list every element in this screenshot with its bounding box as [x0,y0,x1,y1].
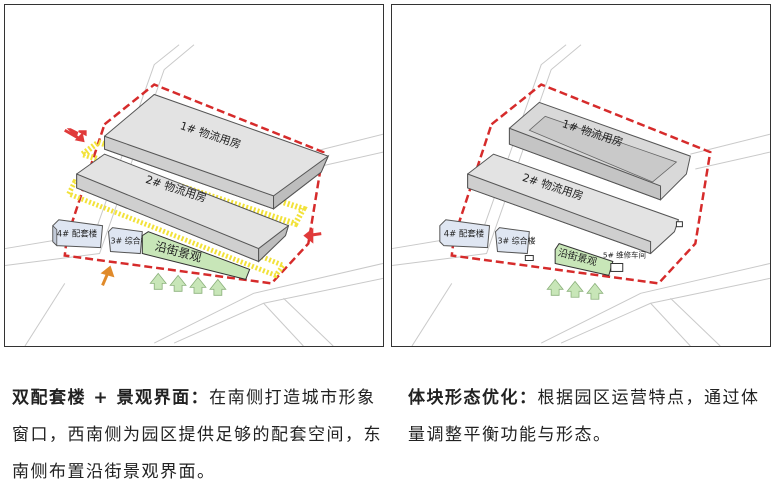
small-structure [524,255,534,261]
building-5-label: 5# 维修车间 [603,250,646,260]
building-4-label: 4# 配套楼 [57,229,98,239]
caption-right: 体块形态优化：根据园区运营特点，通过体量调整平衡功能与形态。 [408,380,774,454]
red-arrow-northwest-icon [64,128,87,143]
caption-right-body: 根据园区运营特点，通过体量调整平衡功能与形态。 [408,388,760,445]
building-3 [494,227,530,255]
building-1 [508,101,691,201]
road-lines [392,44,770,346]
building-4 [52,219,104,249]
building-1 [104,93,330,210]
caption-right-colon: ： [519,388,538,408]
small-structure [675,221,683,228]
caption-right-title: 体块形态优化 [408,388,519,408]
site-plan-right-drawing: 1# 物流用房 2# 物流用房 4# 配套楼 3# 综合楼 沿街景观 5# 维修… [392,44,770,346]
building-5 [610,262,624,272]
building-3 [107,227,143,255]
site-plan-right: 1# 物流用房 2# 物流用房 4# 配套楼 3# 综合楼 沿街景观 5# 维修… [391,4,771,347]
caption-left: 双配套楼 + 景观界面：在南侧打造城市形象窗口，西南侧为园区提供足够的配套空间，… [12,380,384,491]
building-4-label: 4# 配套楼 [444,229,485,239]
caption-left-body: 在南侧打造城市形象窗口，西南侧为园区提供足够的配套空间，东南侧布置沿街景观界面。 [12,388,382,482]
caption-left-title: 双配套楼 + 景观界面 [12,388,191,408]
site-plan-left-drawing: 1# 物流用房 2# 物流用房 4# 配套楼 3# 综合楼 沿街景观 [5,44,383,346]
landscape-zone [141,231,251,280]
site-plan-left: 1# 物流用房 2# 物流用房 4# 配套楼 3# 综合楼 沿街景观 [4,4,384,347]
building-2 [76,153,290,263]
building-3-label: 3# 综合楼 [497,236,535,246]
building-4 [439,219,491,249]
building-3-label: 3# 综合楼 [110,236,148,246]
green-entrance-arrows [149,272,227,296]
red-arrow-east-icon [303,227,322,244]
building-2 [467,153,680,255]
hatch-strip-south [65,178,288,279]
orange-arrow-south-icon [100,265,115,286]
caption-left-colon: ： [190,388,210,408]
green-entrance-arrows [546,278,604,300]
